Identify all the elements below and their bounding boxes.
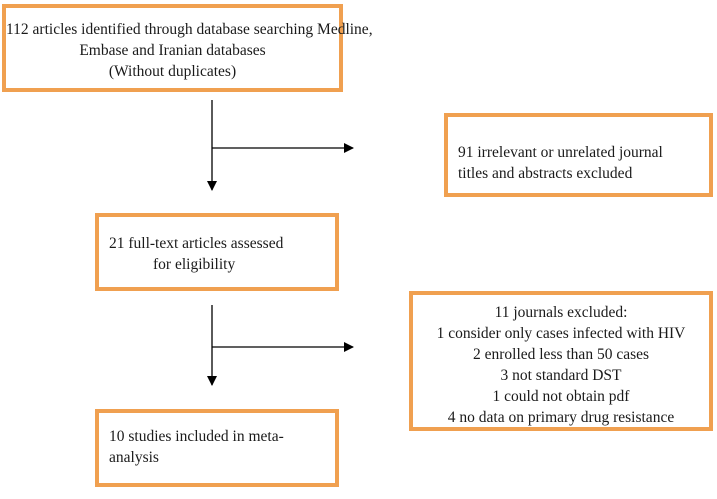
box-text-line: 10 studies included in meta- <box>109 428 284 445</box>
box-text-line: Embase and Iranian databases <box>79 42 266 59</box>
box-text-line: 11 journals excluded: <box>494 304 628 321</box>
box-studies-included: 10 studies included in meta- analysis <box>95 409 339 487</box>
box-text-line: 2 enrolled less than 50 cases <box>472 346 650 363</box>
box-text-line: 91 irrelevant or unrelated journal <box>458 144 663 161</box>
box-text-line: 3 not standard DST <box>500 367 622 384</box>
box-text-line: 112 articles identified through database… <box>6 21 373 38</box>
box-records-identified: 112 articles identified through database… <box>2 4 373 92</box>
box-titles-abstracts-excluded: 91 irrelevant or unrelated journal title… <box>444 113 713 197</box>
box-journals-excluded: 11 journals excluded: 1 consider only ca… <box>409 291 713 431</box>
box-text-line: 21 full-text articles assessed <box>109 235 284 252</box>
box-text-line: analysis <box>109 449 159 466</box>
box-text-line: 4 no data on primary drug resistance <box>447 409 675 426</box>
box-text-line: 1 consider only cases infected with HIV <box>436 325 686 342</box>
box-fulltext-assessed: 21 full-text articles assessed for eligi… <box>95 213 339 291</box>
box-text-line: for eligibility <box>153 256 236 273</box>
box-text-line: 1 could not obtain pdf <box>492 388 630 405</box>
box-text-line: titles and abstracts excluded <box>458 165 633 182</box>
box-text-line: (Without duplicates) <box>108 63 237 80</box>
